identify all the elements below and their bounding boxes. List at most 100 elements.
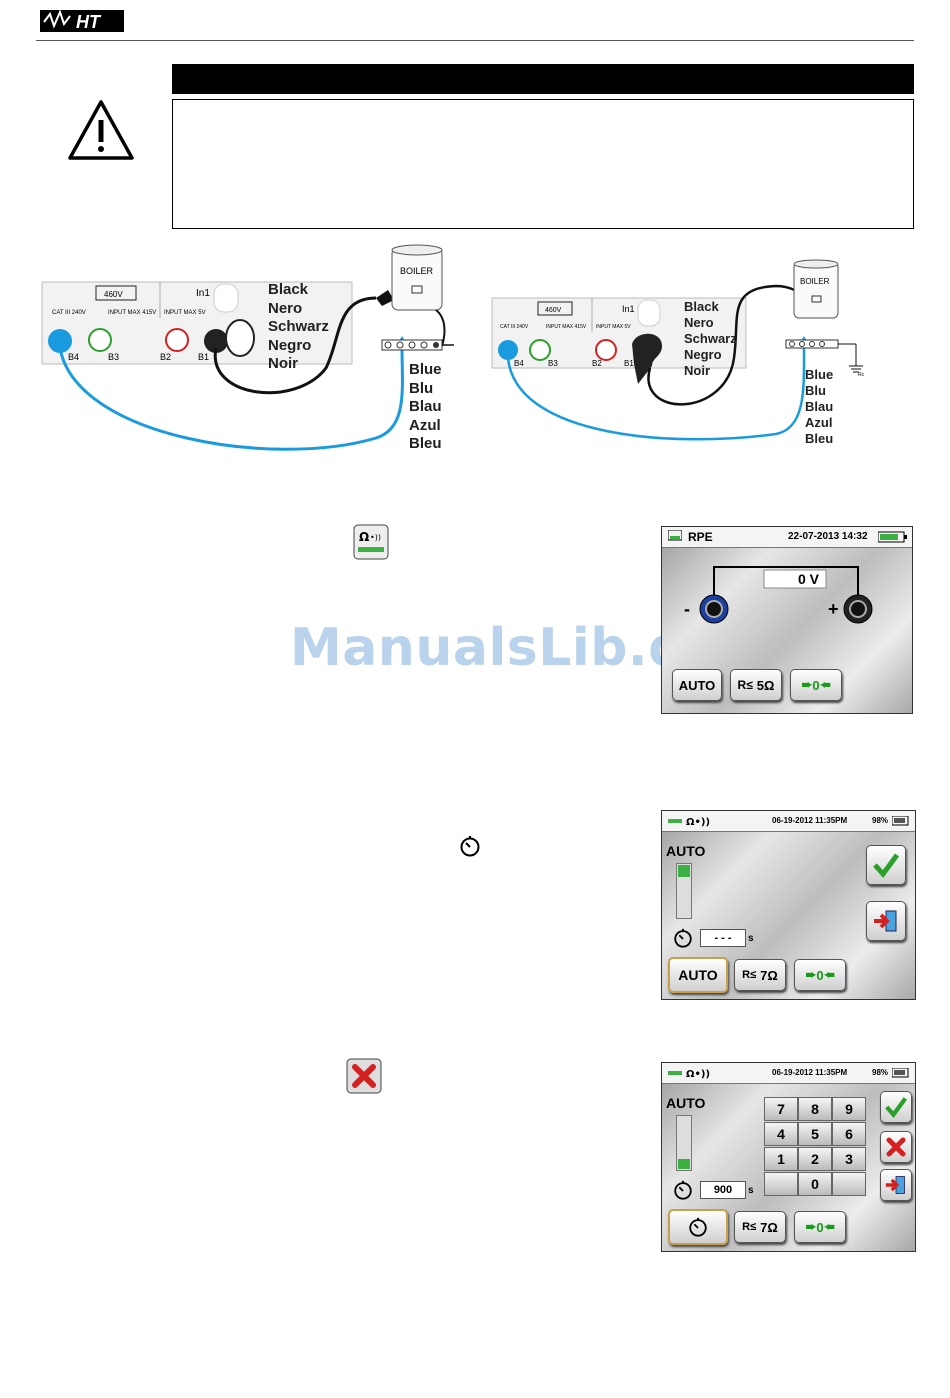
terminal-b1: B1 [198,352,209,362]
exit-icon [885,1176,905,1194]
key[interactable]: 2 [798,1147,832,1171]
voltage-readout: 0 V [798,571,820,587]
resistance-limit-icon: R≤ [737,678,753,692]
auto-button-selected[interactable]: AUTO [668,957,728,993]
key[interactable]: 0 [798,1172,832,1196]
key[interactable]: 1 [764,1147,798,1171]
svg-text:Ω•)): Ω•)) [686,817,710,827]
wire-label: Nero [268,299,303,317]
zero-label: 0 [812,677,820,693]
arrow-right-icon: ➨ [805,967,817,982]
battery-icon [891,815,910,829]
key[interactable]: 8 [798,1097,832,1121]
arrow-right-icon: ➨ [805,1219,817,1234]
wire-label: Black [268,281,309,298]
confirm-button[interactable] [866,845,906,885]
exit-button[interactable] [866,901,906,941]
key-blank[interactable] [832,1172,866,1196]
auto-button-label: AUTO [678,967,718,983]
wire-label: Black [684,299,719,314]
wire-label: Nero [684,315,714,330]
input2-text-right: INPUT MAX 5V [596,324,631,330]
auto-button[interactable]: AUTO [672,669,722,701]
resistance-limit-icon: R≤ [742,969,757,981]
arrow-left-icon: ➨ [823,1219,835,1234]
input-text-right: INPUT MAX 415V [546,324,587,330]
timer-icon[interactable] [672,927,694,954]
battery-icon [877,531,908,546]
in1-label-right: In1 [622,304,635,314]
wire-label: Blue [805,367,834,382]
battery-percent: 98% [872,816,889,825]
zero-calibration-button[interactable]: ➨ 0 ➨ [794,1211,846,1243]
limit-button-label: 5Ω [756,677,775,693]
boiler-label-right: BOILER [800,277,830,286]
svg-text:Ω•)): Ω•)) [686,1069,710,1079]
timer-icon[interactable] [672,1179,694,1206]
zero-calibration-button[interactable]: ➨ 0 ➨ [794,959,846,991]
blue-wire-labels-left: Blue Blu Blau Azul Bleu [409,361,442,454]
key[interactable]: 5 [798,1122,832,1146]
section-title-bar [172,64,914,94]
screen-rpe-idle: RPE 22-07-2013 14:32 0 V - + AUTO R≤ 5Ω … [661,526,913,714]
terminal-b2-right: B2 [592,359,602,368]
terminal-b3: B3 [108,352,119,362]
screen-auto-mode: Ω•)) 06-19-2012 11:35PM 98% AUTO - - - s… [661,810,916,1000]
check-icon [885,1097,908,1118]
confirm-button[interactable] [880,1091,912,1123]
limit-button[interactable]: R≤ 7Ω [734,959,786,991]
key[interactable]: 3 [832,1147,866,1171]
datetime: 06-19-2012 11:35PM [772,816,848,825]
mode-label: AUTO [666,843,706,859]
zero-label: 0 [816,967,824,983]
progress-bar [676,863,692,919]
wire-label: Noir [684,363,710,378]
cat-text: CAT III 240V [52,310,86,316]
timer-field[interactable]: 900 [700,1181,746,1199]
ht-logo: HT [40,6,130,34]
cat-text-right: CAT III 240V [500,324,529,330]
wire-label: Blau [805,399,834,414]
zero-label: 0 [816,1219,824,1235]
blue-wire-labels-right: Blue Blu Blau Azul Bleu [805,367,833,447]
wire-label: Schwarz [268,318,329,335]
status-bar: Ω•)) 06-19-2012 11:35PM 98% [662,811,915,832]
logo-text: HT [76,12,102,32]
arrow-right-icon: ➨ [801,677,813,692]
status-bar: Ω•)) 06-19-2012 11:35PM 98% [662,1063,915,1084]
key[interactable]: 4 [764,1122,798,1146]
cancel-x-icon[interactable] [346,1058,382,1094]
check-icon [873,853,900,878]
timer-field[interactable]: - - - [700,929,746,947]
key[interactable]: 7 [764,1097,798,1121]
wire-label: Noir [268,355,298,372]
limit-button-label: 7Ω [760,967,778,983]
input2-text: INPUT MAX 5V [164,310,206,316]
in1-label: In1 [196,288,210,299]
cancel-button[interactable] [880,1131,912,1163]
ohm-mode-icon[interactable]: Ω •)) [353,524,389,560]
wire-label: Azul [805,415,833,430]
rpe-mode-icon [667,529,683,545]
progress-bar [676,1115,692,1171]
limit-button[interactable]: R≤ 5Ω [730,669,782,701]
plus-sign: + [828,599,839,619]
terminal-b4-right: B4 [514,359,524,368]
svg-text:Ω: Ω [359,530,369,544]
exit-button[interactable] [880,1169,912,1201]
key[interactable]: 6 [832,1122,866,1146]
key-blank[interactable] [764,1172,798,1196]
status-bar: RPE 22-07-2013 14:32 [662,527,912,548]
timer-unit: s [748,1185,754,1196]
wire-label: Blu [409,379,434,397]
key[interactable]: 9 [832,1097,866,1121]
wire-label: Blau [409,398,442,415]
zero-calibration-button[interactable]: ➨ 0 ➨ [790,669,842,701]
limit-button[interactable]: R≤ 7Ω [734,1211,786,1243]
timer-icon [689,1217,707,1237]
timer-button-selected[interactable] [668,1209,728,1245]
warning-box [172,99,914,229]
wire-label: Negro [268,336,312,354]
terminal-b4: B4 [68,352,79,362]
timer-icon[interactable] [458,834,482,858]
